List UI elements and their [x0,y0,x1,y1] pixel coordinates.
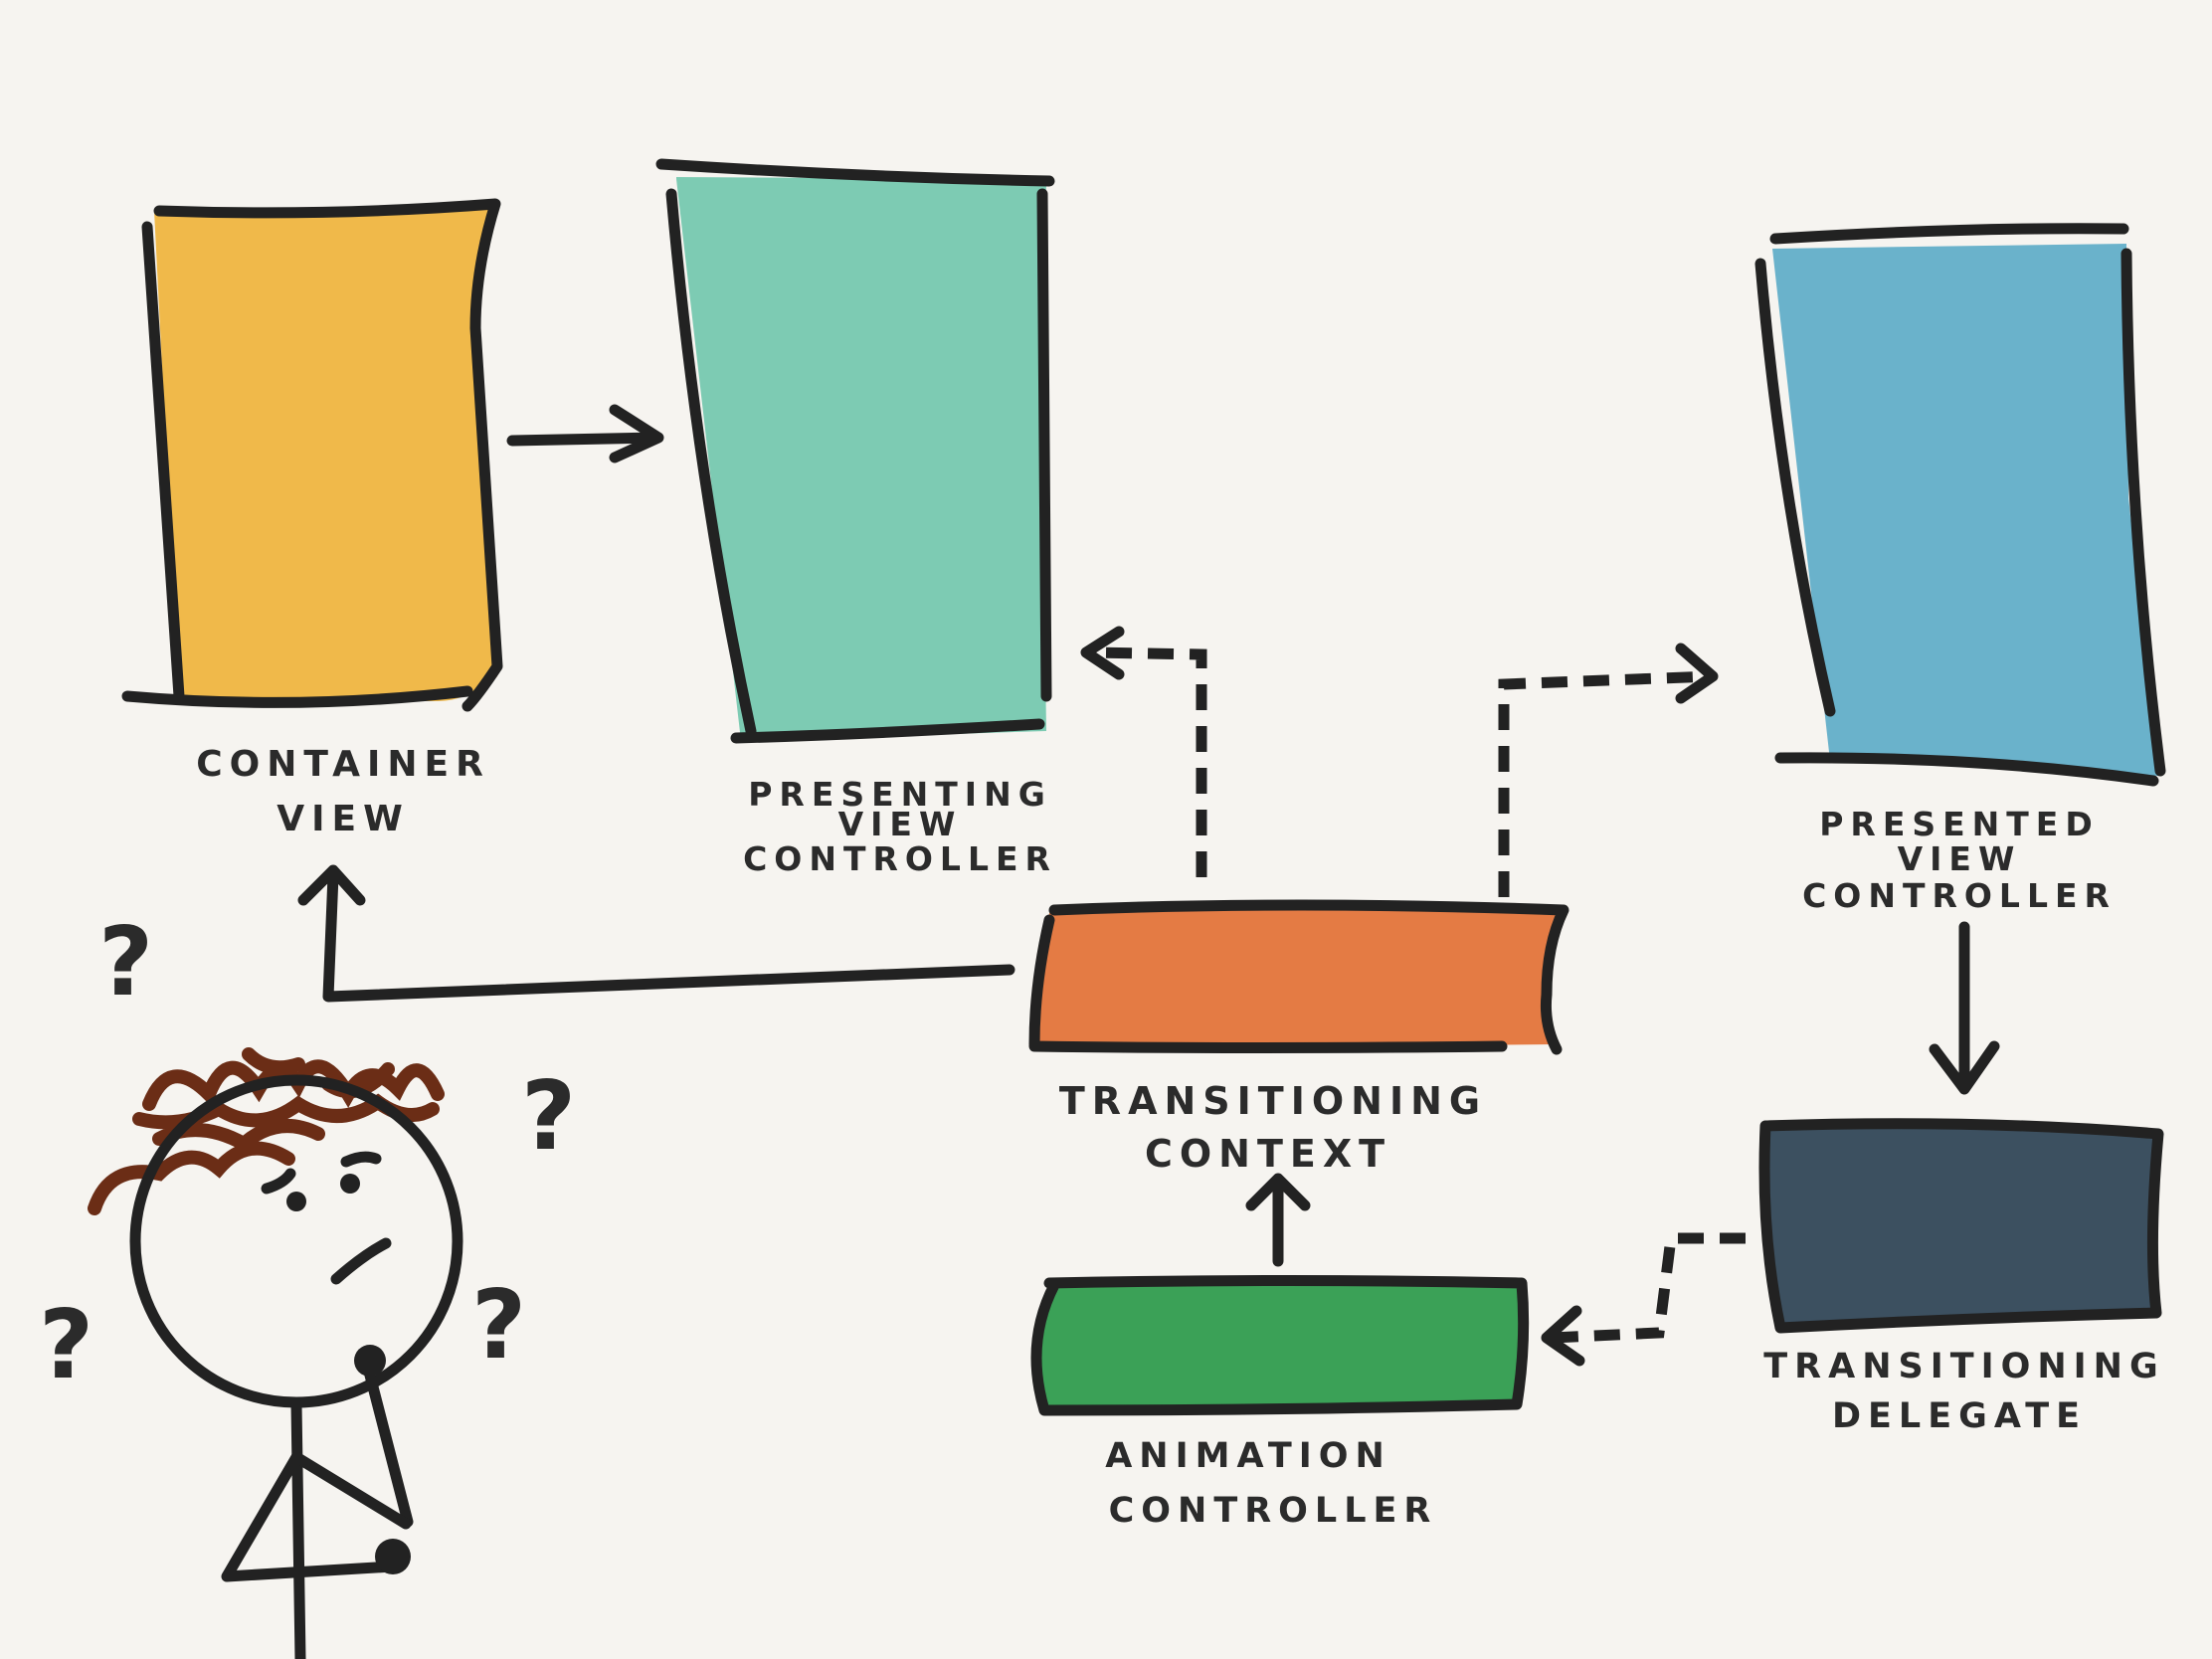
presenting-vc-outline [655,158,1055,744]
node-presenting-view-controller: Presenting View Controller [655,158,1057,878]
arrow-context-to-presenting [1088,646,1207,877]
transitioning-context-label-2: Context [1145,1132,1391,1176]
node-transitioning-context: Transitioning Context [1028,899,1569,1176]
presented-vc-fill [1772,244,2158,776]
animation-controller-fill [1034,1281,1523,1410]
confused-stick-figure: ? ? ? ? [39,908,583,1659]
arrow-animation-to-context [1245,1173,1311,1267]
arrow-context-to-container [297,864,1015,1003]
presented-vc-label-3: Controller [1802,876,2117,915]
arrow-delegate-to-animation-head [1541,1305,1585,1367]
transitioning-delegate-outline [1758,1118,2164,1334]
transitioning-context-label-1: Transitioning [1059,1079,1487,1123]
presenting-vc-label-1: Presenting [748,775,1052,814]
container-view-label-2: View [276,799,410,839]
body [290,1398,306,1659]
crossed-hand [375,1539,411,1574]
mouth [330,1237,392,1285]
arrow-container-to-presenting [506,404,664,463]
presented-vc-outline [1754,223,2166,787]
animation-controller-label-1: Animation [1105,1436,1391,1476]
arrow-delegate-to-animation [1551,1232,1746,1344]
arm-cross [221,1451,412,1582]
node-animation-controller: Animation Controller [1030,1275,1530,1531]
container-view-outline [121,198,503,712]
transitioning-delegate-label-1: Transitioning [1763,1347,2164,1386]
arrow-context-to-presented [1498,670,1712,897]
question-mark-4: ? [471,1271,533,1381]
arrow-context-to-presented-head [1675,643,1719,704]
container-view-label-1: Container [196,744,490,785]
presenting-vc-label-2: View [838,805,963,843]
transitioning-delegate-label-2: Delegate [1832,1396,2087,1436]
right-brow [340,1151,382,1168]
chin-hand [354,1345,386,1377]
presenting-vc-fill [676,177,1046,741]
presented-vc-label-2: View [1898,839,2022,878]
transitioning-delegate-fill [1764,1122,2158,1328]
presenting-vc-label-3: Controller [743,839,1057,878]
node-transitioning-delegate: Transitioning Delegate [1758,1118,2164,1436]
question-mark-2: ? [521,1062,583,1172]
question-mark-1: ? [98,908,160,1017]
connectors [297,404,2000,1367]
container-view-fill [154,209,497,701]
arrow-presented-to-delegate [1929,921,2000,1095]
animation-controller-label-2: Controller [1109,1491,1438,1531]
question-mark-3: ? [39,1291,100,1400]
animation-controller-outline [1030,1275,1530,1416]
right-eye [340,1174,360,1194]
arm-up [362,1362,414,1528]
node-presented-view-controller: Presented View Controller [1754,223,2166,915]
transitioning-context-outline [1028,899,1569,1055]
left-brow [261,1168,296,1195]
presented-vc-label-1: Presented [1819,805,2100,843]
node-container-view: Container View [121,198,503,839]
transitioning-context-fill [1034,909,1567,1049]
arrow-context-to-presenting-head [1080,626,1125,680]
left-eye [286,1192,306,1211]
